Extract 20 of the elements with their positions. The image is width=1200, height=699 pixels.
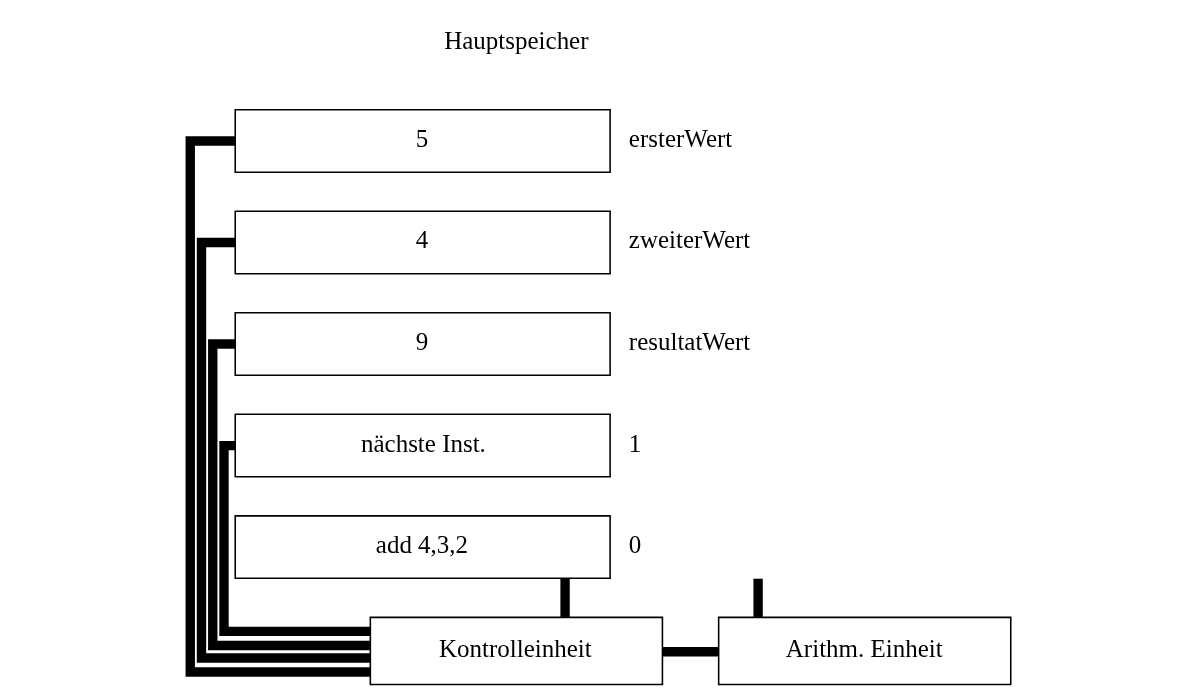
- connector: [196, 237, 370, 663]
- node-label: zweiterWert: [628, 226, 750, 254]
- node-box: 9: [233, 312, 611, 377]
- node-box: 5: [233, 108, 611, 173]
- connector: [218, 440, 370, 637]
- node-box: add 4,3,2: [233, 515, 611, 580]
- node-box: nächste Inst.: [233, 413, 611, 478]
- connector: [662, 647, 718, 657]
- node-label: ersterWert: [628, 124, 732, 152]
- node-label: resultatWert: [628, 327, 750, 355]
- connector: [185, 136, 370, 677]
- connector: [752, 578, 763, 617]
- connector: [559, 578, 570, 617]
- label: Hauptspeicher: [443, 26, 589, 54]
- node-box: 4: [233, 210, 611, 275]
- node-box: Kontrolleinheit: [369, 616, 663, 686]
- node-label: 1: [628, 429, 641, 457]
- node-label: 0: [628, 531, 641, 559]
- connector: [207, 339, 370, 651]
- node-box: Arithm. Einheit: [717, 616, 1012, 686]
